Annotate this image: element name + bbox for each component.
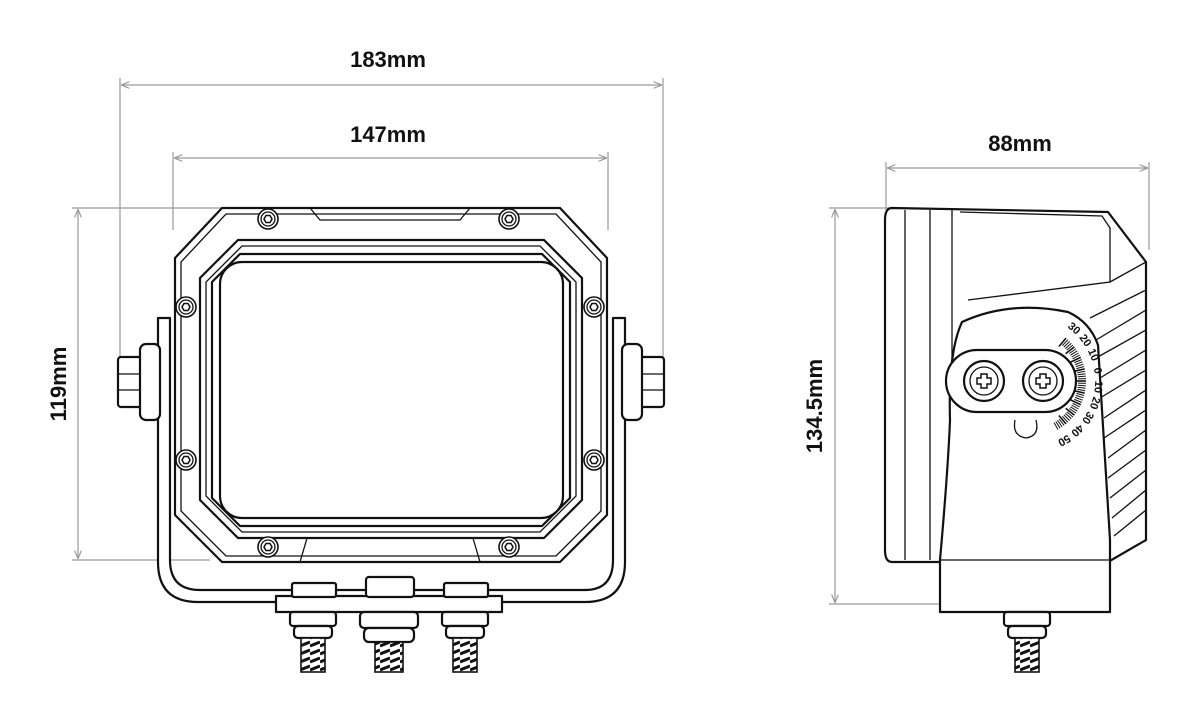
scale-tick	[1069, 408, 1077, 414]
bezel-screws	[175, 208, 605, 558]
right-knob[interactable]	[620, 342, 666, 422]
scale-tick	[1077, 370, 1086, 374]
scale-tick	[1070, 406, 1078, 412]
scale-tick	[1076, 392, 1085, 396]
stud-right[interactable]	[440, 610, 490, 673]
scale-tick	[1057, 420, 1063, 428]
hex-socket-screw-icon	[583, 296, 605, 318]
scale-tick	[1077, 386, 1086, 389]
scale-tick	[1070, 399, 1082, 406]
scale-tick	[1065, 342, 1072, 349]
mount-bracket	[156, 316, 627, 604]
scale-tick	[1055, 421, 1061, 429]
connector-plate	[274, 575, 504, 614]
front-view: 183mm 147mm 119mm	[46, 47, 666, 673]
phillips-screw-icon[interactable]	[962, 359, 1006, 403]
side-stud[interactable]	[1002, 610, 1052, 673]
scale-tick	[1077, 388, 1086, 392]
dim-label-134-5: 134.5mm	[802, 359, 827, 453]
scale-tick	[1074, 359, 1082, 364]
hex-socket-screw-icon	[498, 536, 520, 558]
scale-tick	[1053, 422, 1059, 430]
side-view: 88mm 134.5mm	[802, 131, 1150, 673]
scale-tick	[1065, 407, 1075, 416]
housing-inner-edge	[180, 213, 602, 557]
dim-183-line	[119, 78, 664, 360]
dim-134-line	[829, 207, 940, 605]
stud-center[interactable]	[358, 610, 420, 673]
dim-88-line	[885, 162, 1150, 250]
scale-tick	[1071, 404, 1079, 410]
scale-tick	[1063, 341, 1070, 348]
scale-tick	[1065, 413, 1072, 420]
cooling-fins	[1089, 261, 1147, 537]
scale-tick	[1070, 356, 1082, 363]
scale-tick	[1077, 375, 1086, 378]
scale-tick	[1065, 346, 1075, 355]
scale-label: 30	[1079, 409, 1096, 426]
scale-tick	[1075, 394, 1084, 399]
scale-tick	[1066, 344, 1074, 351]
scale-tick	[1073, 368, 1085, 373]
hex-socket-screw-icon	[257, 536, 279, 558]
hex-socket-screw-icon	[583, 449, 605, 471]
hex-socket-screw-icon	[498, 208, 520, 230]
scale-label: 10	[1085, 347, 1101, 363]
dim-label-119: 119mm	[46, 347, 71, 422]
scale-tick	[1076, 366, 1085, 370]
hex-socket-screw-icon	[175, 296, 197, 318]
scale-label: 20	[1087, 395, 1102, 410]
top-grip	[309, 207, 471, 221]
dim-label-147: 147mm	[350, 122, 426, 147]
scale-tick	[1074, 396, 1083, 401]
stud-left[interactable]	[288, 610, 338, 673]
scale-tick	[1069, 348, 1077, 354]
scale-tick	[1075, 363, 1084, 368]
lens	[218, 260, 565, 520]
scale-tick	[1063, 414, 1070, 421]
scale-tick	[1062, 339, 1069, 346]
scale-tick	[1058, 418, 1065, 426]
dim-label-183: 183mm	[350, 47, 426, 72]
dim-147-line	[172, 152, 609, 230]
scale-tick	[1062, 416, 1069, 423]
scale-label: 10	[1091, 380, 1104, 393]
hex-socket-screw-icon	[175, 449, 197, 471]
hex-socket-screw-icon	[257, 208, 279, 230]
scale-tick	[1074, 361, 1083, 366]
phillips-screw-icon[interactable]	[1021, 359, 1065, 403]
scale-tick	[1074, 398, 1082, 403]
bezel-inner-1	[205, 245, 577, 533]
dim-label-88: 88mm	[988, 131, 1052, 156]
scale-tick	[1070, 350, 1078, 356]
scale-tick	[1077, 384, 1086, 387]
scale-label: 50	[1056, 432, 1073, 449]
scale-tick	[1066, 411, 1074, 418]
scale-tick	[1072, 402, 1080, 408]
scale-tick	[1071, 352, 1079, 358]
scale-tick	[1058, 414, 1067, 425]
left-knob[interactable]	[116, 342, 162, 422]
scale-tick	[1073, 389, 1085, 394]
scale-tick	[1058, 337, 1067, 348]
scale-tick	[1077, 373, 1086, 376]
scale-tick	[1072, 354, 1080, 360]
scale-label: 20	[1076, 332, 1093, 349]
scale-label: 0	[1091, 367, 1104, 375]
